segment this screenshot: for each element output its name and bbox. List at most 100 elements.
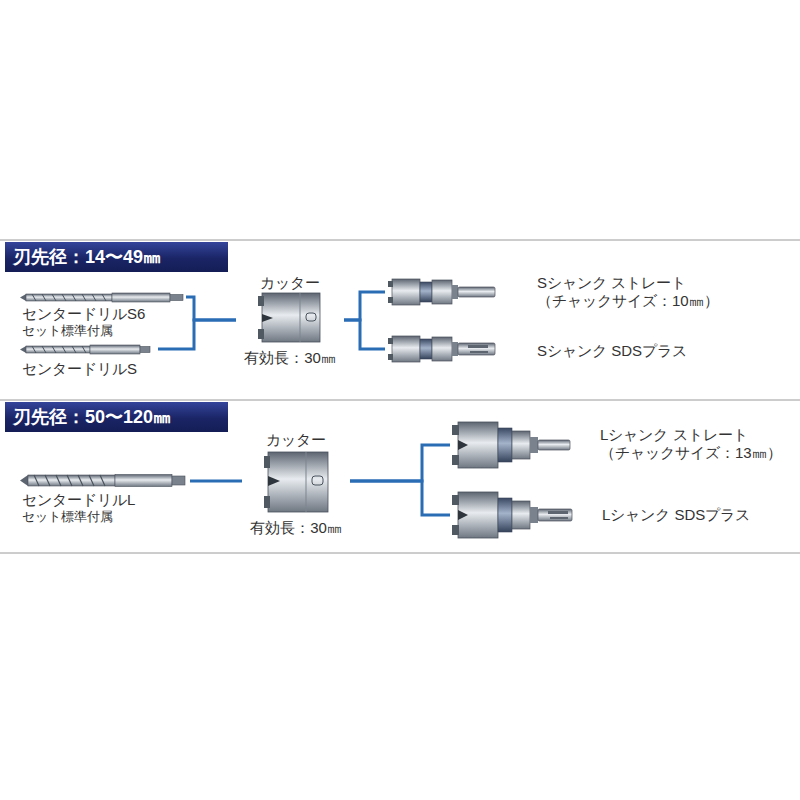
shank-neck — [530, 507, 538, 523]
cutter-figure — [258, 293, 320, 342]
cutter-item: カッター有効長：30㎜ — [242, 431, 350, 539]
shank-neck — [530, 437, 538, 453]
sds-groove — [548, 511, 568, 514]
separator-line — [0, 400, 800, 401]
sds-groove — [550, 517, 568, 519]
section-heading: 刃先径：14〜49㎜ — [13, 242, 161, 272]
drill-shank — [90, 345, 140, 354]
shank-collar — [498, 428, 512, 462]
shank-collar — [498, 498, 512, 532]
section-band: 刃先径：50〜120㎜ — [5, 402, 228, 432]
cutter-tooth — [264, 456, 270, 468]
drill-shank — [115, 475, 172, 487]
item-label: センタードリルS6 — [22, 305, 145, 323]
shank-item: Lシャンク ストレート（チャックサイズ：13㎜） — [450, 417, 788, 473]
shank-shaft — [538, 440, 570, 450]
item-note: （チャックサイズ：13㎜） — [600, 444, 782, 462]
cutter-notch — [262, 314, 273, 322]
connector-line — [350, 445, 450, 481]
shank-shaft — [458, 287, 495, 297]
shank-tooth — [452, 495, 459, 505]
separator-line — [0, 240, 800, 241]
drill-flute — [28, 475, 115, 486]
drill-end — [172, 476, 185, 485]
item-label: 有効長：30㎜ — [250, 519, 342, 537]
item-label: センタードリルL — [22, 491, 135, 509]
item-label: Sシャンク SDSプラス — [537, 342, 687, 360]
item-label: カッター — [260, 274, 320, 292]
drill-item: センタードリルS6セット標準付属 — [18, 288, 186, 340]
item-label: 有効長：30㎜ — [244, 349, 336, 367]
item-note: セット標準付属 — [22, 509, 113, 525]
shank-tooth — [388, 338, 393, 344]
shank-tooth — [452, 455, 459, 465]
shank-head — [392, 336, 420, 362]
shank-head — [458, 492, 498, 538]
shank-collar — [420, 339, 432, 359]
item-label: センタードリルS — [22, 360, 137, 378]
cutter-slot — [306, 313, 316, 321]
connector-line — [158, 320, 236, 349]
shank-tooth — [452, 525, 459, 535]
cutter-ring — [300, 293, 301, 342]
shank-item: Sシャンク ストレート（チャックサイズ：10㎜） — [385, 272, 775, 312]
item-label: Lシャンク SDSプラス — [602, 506, 750, 524]
cutter-tooth — [258, 329, 264, 339]
cutter-slot — [312, 476, 323, 485]
shank-head — [458, 422, 498, 468]
shank-body — [512, 501, 530, 529]
drill-flute — [26, 294, 112, 301]
connector-line — [190, 480, 242, 483]
center-drill-figure — [20, 345, 150, 354]
shank-figure — [388, 279, 495, 305]
drill-spiral — [34, 475, 105, 486]
drill-item: センタードリルS — [18, 343, 158, 379]
sds-groove — [470, 351, 488, 353]
shank-figure — [388, 336, 495, 362]
connector-line — [186, 297, 236, 320]
drill-end — [170, 295, 183, 301]
connector-line — [350, 481, 450, 515]
center-drill-figure — [20, 475, 185, 487]
shank-item: Sシャンク SDSプラス — [385, 332, 775, 366]
cutter-ring — [306, 452, 307, 512]
shank-shaft — [458, 343, 495, 355]
item-label: Sシャンク ストレート — [537, 274, 686, 292]
drill-tip — [20, 475, 28, 486]
drill-shank — [112, 293, 170, 302]
shank-notch — [458, 440, 468, 450]
sds-groove — [468, 345, 488, 348]
shank-body — [432, 280, 452, 304]
drill-end — [140, 347, 150, 353]
shank-body — [512, 431, 530, 459]
cutter-item: カッター有効長：30㎜ — [236, 272, 344, 370]
cutter-tooth — [264, 496, 270, 508]
center-drill-figure — [20, 293, 183, 302]
drill-item: センタードリルLセット標準付属 — [18, 470, 190, 528]
drill-flute — [26, 346, 90, 353]
shank-collar — [420, 282, 432, 302]
shank-shaft — [538, 509, 572, 521]
item-note: セット標準付属 — [22, 323, 113, 339]
shank-tooth — [452, 425, 459, 435]
shank-neck — [452, 342, 458, 356]
cutter-notch — [268, 476, 280, 486]
shank-tooth — [388, 281, 393, 287]
shank-notch — [458, 510, 468, 520]
drill-spiral — [32, 294, 106, 301]
shank-figure — [452, 492, 572, 538]
drill-tip — [20, 346, 26, 353]
item-label: カッター — [266, 431, 326, 449]
item-note: （チャックサイズ：10㎜） — [537, 292, 719, 310]
shank-neck — [452, 285, 458, 299]
shank-head — [392, 279, 420, 305]
shank-tooth — [388, 354, 393, 360]
connector-line — [344, 320, 385, 349]
connector-line — [344, 292, 385, 320]
drill-tip — [20, 294, 26, 301]
shank-body — [432, 337, 452, 361]
